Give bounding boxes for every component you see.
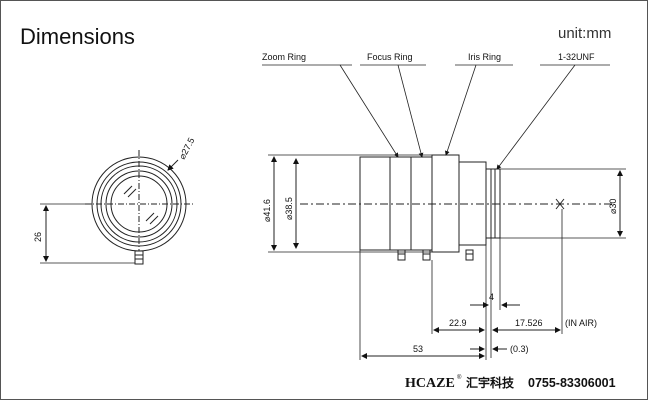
in-air-label: (IN AIR) (565, 318, 597, 328)
front-height-label: 26 (33, 232, 43, 242)
focus-ring-label: Focus Ring (367, 52, 413, 62)
thread-callout-leader (496, 64, 576, 170)
focus-callout-leader (397, 64, 424, 158)
brand-logo: HCAZE (405, 376, 455, 391)
dia-38-5-label: ⌀38.5 (284, 197, 294, 220)
phone-number: 0755-83306001 (528, 376, 616, 390)
front-ring-3 (105, 170, 173, 238)
len-22-9-label: 22.9 (449, 318, 467, 328)
side-screw (422, 249, 431, 261)
front-dia-label: ⌀27.5 (177, 136, 197, 161)
dia-30-label: ⌀30 (608, 199, 618, 214)
len-17-526-label: 17.526 (515, 318, 543, 328)
len-0-3-label: (0.3) (510, 344, 529, 354)
front-screw (134, 250, 144, 265)
len-53-label: 53 (413, 344, 423, 354)
glare-mark (123, 185, 133, 195)
glare-mark (149, 215, 159, 225)
company-name: 汇宇科技 (466, 375, 515, 390)
thread-label: 1-32UNF (558, 52, 595, 62)
footer-brand: HCAZE ® 汇宇科技 0755-83306001 (405, 374, 616, 391)
page-title: Dimensions (20, 24, 135, 49)
side-screw (397, 249, 406, 261)
zoom-ring-label: Zoom Ring (262, 52, 306, 62)
unit-label: unit:mm (558, 25, 611, 42)
side-screw (465, 249, 474, 261)
front-view (40, 150, 193, 265)
zoom-callout-leader (339, 64, 399, 158)
dia-41-6-label: ⌀41.6 (262, 199, 272, 222)
side-view (262, 64, 626, 360)
brand-registered-mark: ® (457, 374, 462, 381)
focal-point-mark (555, 198, 565, 210)
iris-ring-label: Iris Ring (468, 52, 501, 62)
dia-leader (167, 159, 179, 171)
iris-callout-leader (444, 64, 477, 156)
glare-mark (145, 212, 155, 222)
glare-mark (127, 188, 137, 198)
len-4-label: 4 (489, 292, 494, 302)
